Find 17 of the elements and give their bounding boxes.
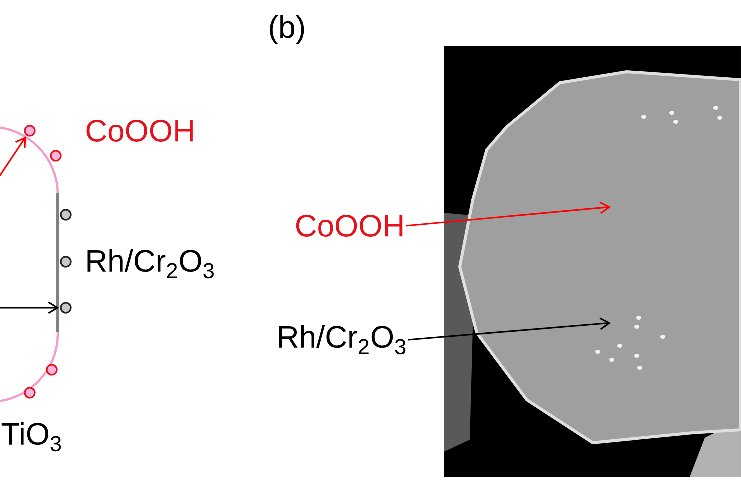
text-label: TiO$_{3}$ — [2, 422, 62, 452]
callout-label: Rh/Cr$_{2}$O$_{3}$ — [279, 325, 406, 355]
particle-dot — [60, 209, 72, 221]
callout-label: CoOOH — [296, 215, 403, 237]
particle-dot — [46, 364, 58, 376]
arrow — [406, 202, 611, 227]
particle-dot — [24, 125, 36, 137]
particle-dot — [60, 302, 72, 314]
arrow — [0, 136, 26, 176]
particle-dot — [24, 387, 36, 399]
text-label: CoOOH — [86, 120, 193, 142]
particle-dot — [50, 150, 62, 162]
text-label: Rh/Cr$_{2}$O$_{3}$ — [88, 249, 214, 279]
arrow — [0, 302, 60, 314]
arrow — [408, 318, 611, 341]
panel-label: (b) — [270, 16, 304, 44]
particle-dot — [60, 256, 72, 268]
